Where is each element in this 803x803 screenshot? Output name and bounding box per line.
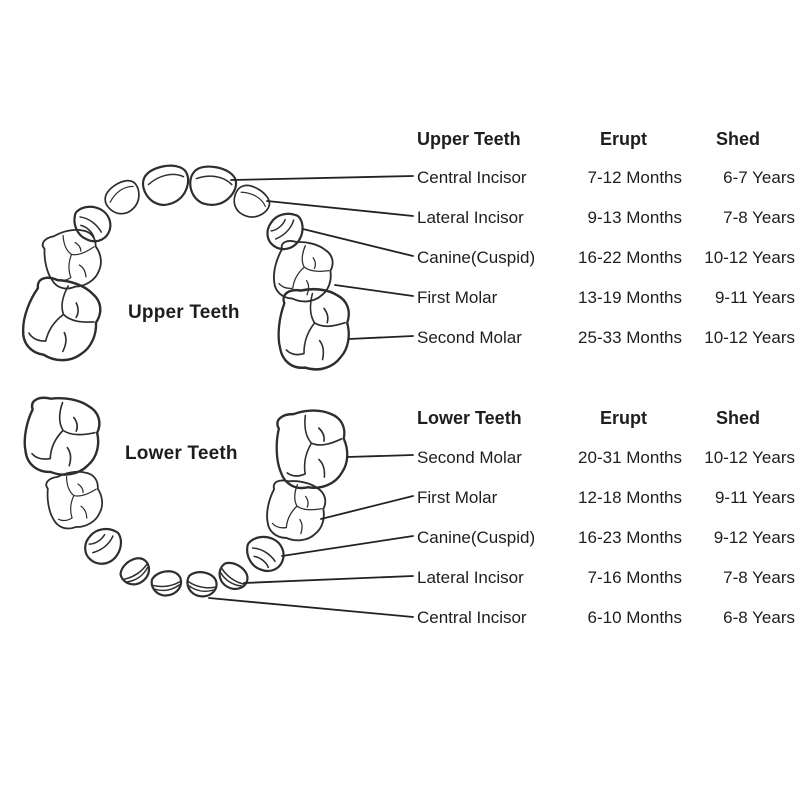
erupt-value: 13-19 Months (578, 288, 682, 307)
tooth-name: First Molar (417, 288, 498, 307)
table-row: First Molar 12-18 Months 9-11 Years (0, 486, 803, 510)
tooth-name: Central Incisor (417, 608, 527, 627)
table-row: Canine(Cuspid) 16-23 Months 9-12 Years (0, 526, 803, 550)
upper-table-header: Upper Teeth Erupt Shed (0, 127, 803, 151)
leader-line-upper-central-incisor (230, 175, 414, 181)
upper-arch-label: Upper Teeth (128, 302, 240, 323)
shed-value: 9-11 Years (714, 288, 795, 307)
erupt-value: 7-12 Months (587, 168, 683, 187)
table-row: Second Molar 25-33 Months 10-12 Years (0, 326, 803, 350)
tooth-name: First Molar (417, 488, 498, 507)
tooth-name: Canine(Cuspid) (417, 248, 536, 267)
lower-header-erupt-column: Erupt (600, 408, 647, 428)
leader-line-lower-canine (281, 535, 414, 557)
leader-lines (208, 175, 414, 618)
leader-line-upper-second-molar (348, 335, 414, 340)
shed-value: 7-8 Years (723, 568, 795, 587)
shed-value: 6-7 Years (723, 168, 795, 187)
erupt-value: 6-10 Months (587, 608, 683, 627)
leader-line-lower-central-incisor (208, 597, 414, 618)
shed-value: 7-8 Years (723, 208, 795, 227)
tooth-name: Second Molar (417, 448, 522, 467)
upper-header-erupt-column: Erupt (600, 129, 647, 149)
lower-arch-label: Lower Teeth (125, 443, 238, 464)
table-row: First Molar 13-19 Months 9-11 Years (0, 286, 803, 310)
erupt-value: 25-33 Months (578, 328, 682, 347)
leader-line-lower-first-molar (320, 495, 414, 520)
leader-line-upper-lateral-incisor (266, 200, 414, 217)
tooth-name: Lateral Incisor (417, 568, 524, 587)
table-row: Lateral Incisor 9-13 Months 7-8 Years (0, 206, 803, 230)
table-row: Lateral Incisor 7-16 Months 7-8 Years (0, 566, 803, 590)
table-row: Canine(Cuspid) 16-22 Months 10-12 Years (0, 246, 803, 270)
shed-value: 9-11 Years (714, 488, 795, 507)
table-row: Central Incisor 6-10 Months 6-8 Years (0, 606, 803, 630)
table-row: Central Incisor 7-12 Months 6-7 Years (0, 166, 803, 190)
tooth-name: Lateral Incisor (417, 208, 524, 227)
leader-line-lower-second-molar (346, 454, 414, 458)
upper-header-teeth-column: Upper Teeth (417, 129, 521, 149)
shed-value: 6-8 Years (723, 608, 795, 627)
tooth-name: Canine(Cuspid) (417, 528, 536, 547)
shed-value: 10-12 Years (704, 248, 795, 267)
table-row: Second Molar 20-31 Months 10-12 Years (0, 446, 803, 470)
lower-header-shed-column: Shed (716, 408, 761, 428)
erupt-value: 16-22 Months (578, 248, 682, 267)
erupt-value: 9-13 Months (587, 208, 683, 227)
erupt-value: 20-31 Months (578, 448, 682, 467)
leader-line-upper-canine (302, 228, 414, 257)
shed-value: 10-12 Years (704, 328, 795, 347)
leader-line-upper-first-molar (334, 284, 414, 297)
shed-value: 9-12 Years (713, 528, 795, 547)
lower-table-header: Lower Teeth Erupt Shed (0, 406, 803, 430)
shed-value: 10-12 Years (704, 448, 795, 467)
tooth-name: Central Incisor (417, 168, 527, 187)
erupt-value: 16-23 Months (578, 528, 682, 547)
upper-header-shed-column: Shed (716, 129, 761, 149)
leader-line-lower-lateral-incisor (243, 575, 414, 584)
tooth-name: Second Molar (417, 328, 522, 347)
lower-header-teeth-column: Lower Teeth (417, 408, 522, 428)
erupt-value: 12-18 Months (578, 488, 682, 507)
erupt-value: 7-16 Months (587, 568, 683, 587)
